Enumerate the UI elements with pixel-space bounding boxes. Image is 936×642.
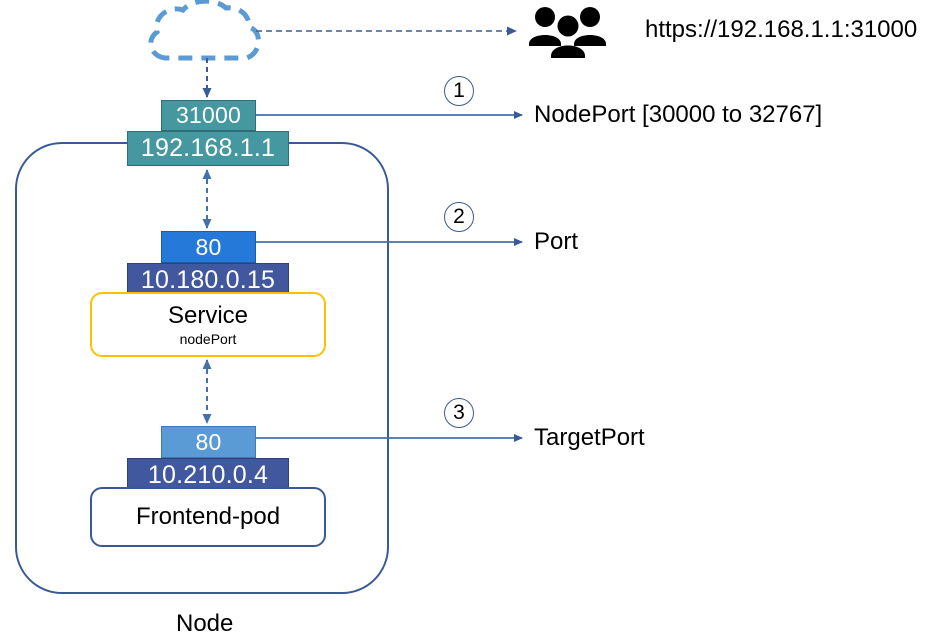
service-port-value: 80 — [195, 233, 222, 260]
pod-port-box: 80 — [161, 426, 256, 458]
nodeport-value-box: 31000 — [161, 100, 256, 131]
service-container: Service nodePort — [90, 292, 326, 357]
service-ip-box: 10.180.0.15 — [127, 263, 289, 297]
service-ip-value: 10.180.0.15 — [140, 265, 276, 294]
pod-ip-value: 10.210.0.4 — [147, 460, 269, 489]
service-port-box: 80 — [161, 231, 256, 263]
node-ip-value: 192.168.1.1 — [140, 134, 276, 162]
callout-1-badge: 1 — [444, 76, 474, 106]
service-title: Service — [167, 301, 249, 329]
node-label: Node — [176, 610, 234, 637]
nodeport-value: 31000 — [176, 102, 241, 128]
client-url-label: https://192.168.1.1:31000 — [645, 16, 918, 43]
callout-3-badge: 3 — [444, 398, 474, 428]
callout-3-label: TargetPort — [534, 424, 645, 451]
pod-title: Frontend-pod — [135, 503, 281, 530]
pod-ip-box: 10.210.0.4 — [127, 458, 289, 492]
pod-container: Frontend-pod — [90, 487, 326, 547]
callout-2-badge: 2 — [444, 202, 474, 232]
callout-1-label: NodePort [30000 to 32767] — [534, 101, 823, 128]
pod-port-value: 80 — [195, 428, 222, 455]
node-ip-box: 192.168.1.1 — [127, 131, 289, 166]
users-group-icon — [529, 7, 606, 58]
callout-2-label: Port — [534, 228, 579, 255]
cloud-icon — [148, 0, 261, 61]
service-subtitle: nodePort — [179, 331, 237, 348]
